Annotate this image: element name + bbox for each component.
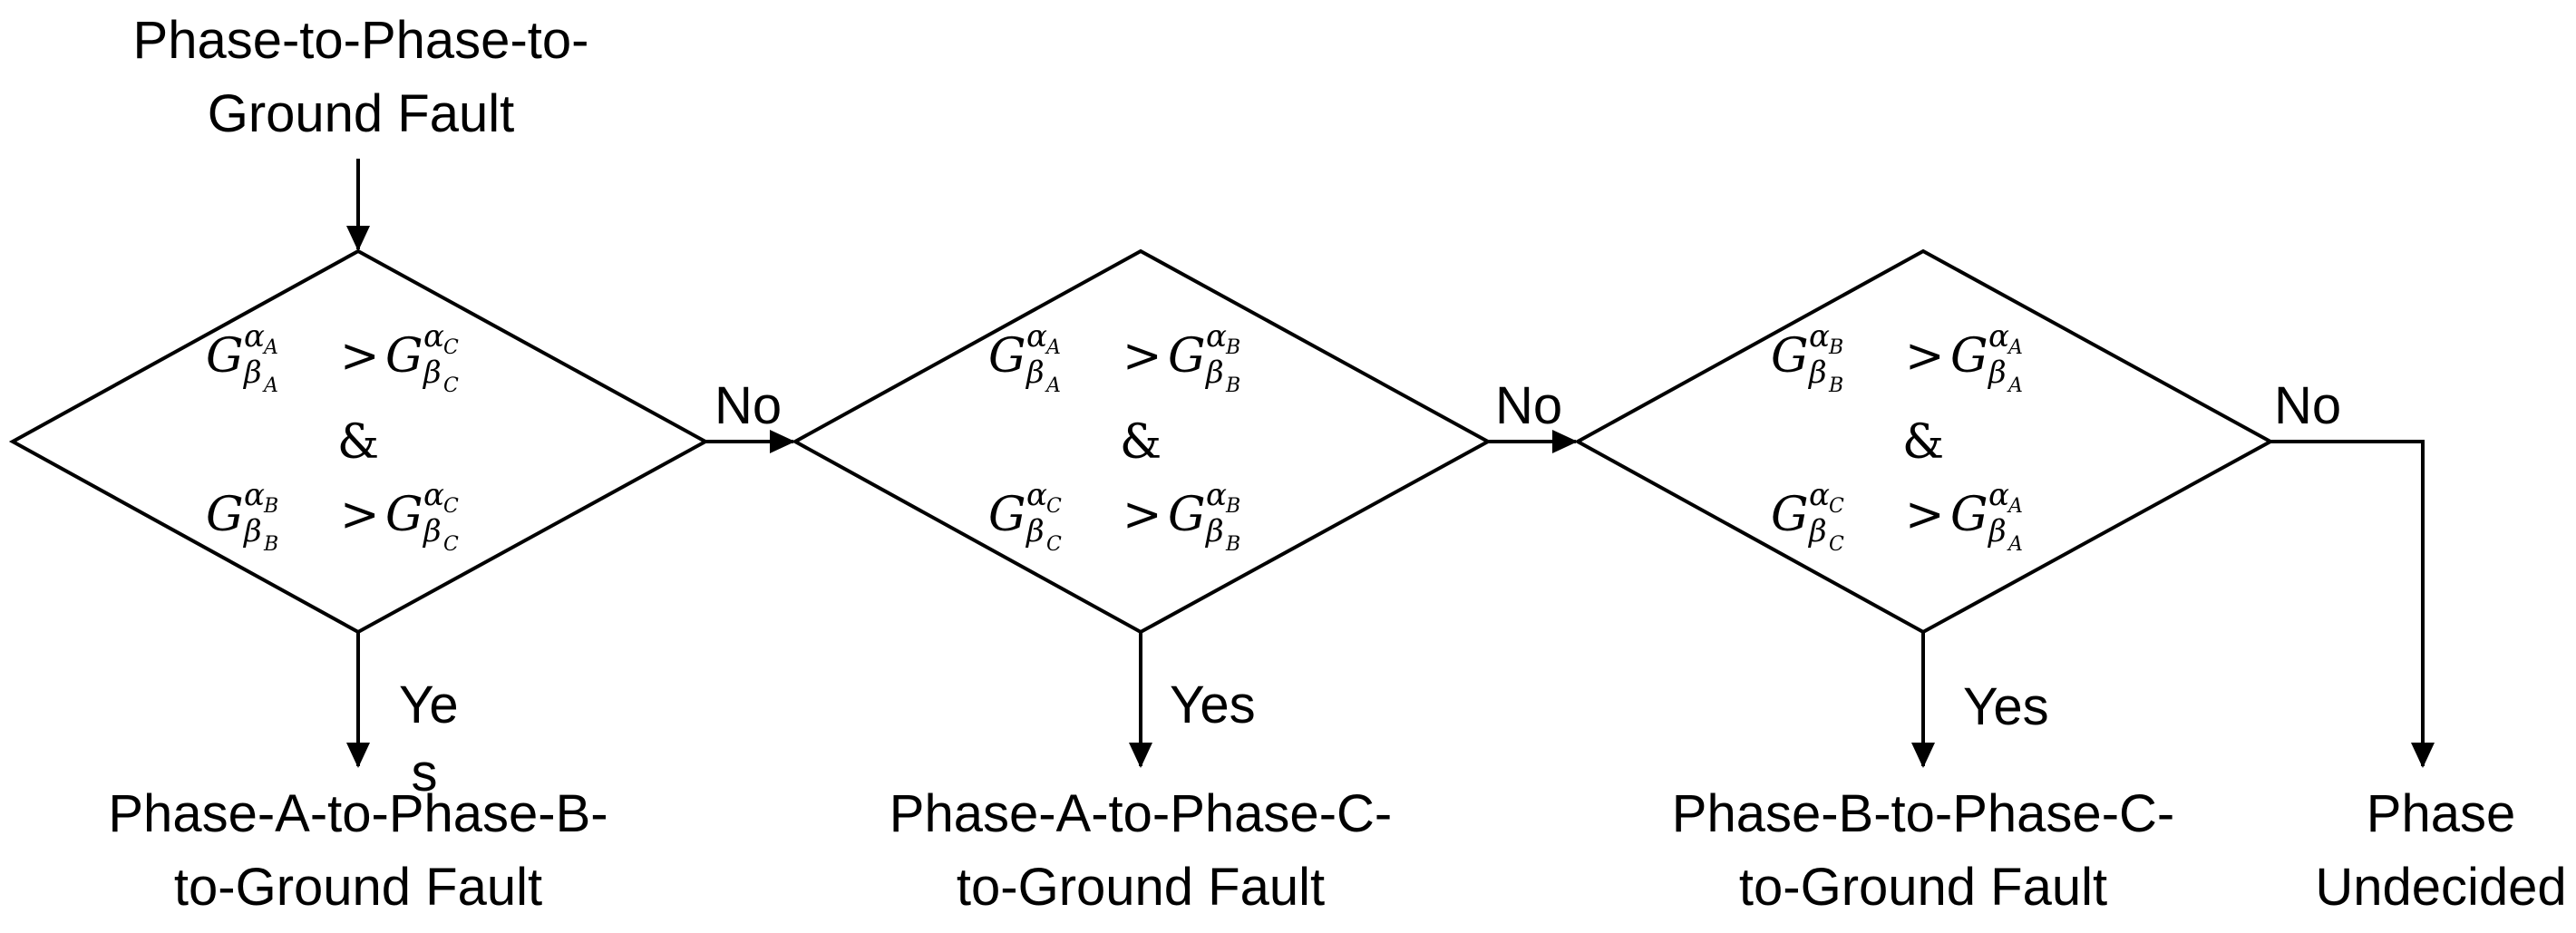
- outcome-3-line2: to-Ground Fault: [1739, 858, 2107, 917]
- condition-1-1-lhs-sub: β: [242, 355, 262, 391]
- condition-2-2-gt: >: [1123, 488, 1162, 542]
- condition-3-2-lhs-g: G: [1771, 488, 1809, 542]
- condition-2-1-rhs-sup-index: B: [1225, 336, 1240, 359]
- condition-1-2-rhs-sub: β: [422, 513, 442, 549]
- condition-3-2-rhs-sup: α: [1988, 477, 2009, 513]
- condition-1-2-rhs-sup: α: [423, 477, 444, 513]
- condition-2-2-lhs-g: G: [988, 488, 1026, 542]
- yes-label-2: Yes: [1170, 675, 1256, 734]
- condition-2-1-rhs-sub-index: B: [1225, 374, 1240, 397]
- condition-2-1-lhs-sub-index: A: [1045, 374, 1061, 397]
- outcome-4-line1: Phase: [2367, 784, 2515, 843]
- no-label-2: No: [1495, 376, 1562, 435]
- condition-1-2-rhs-sub-index: C: [443, 533, 459, 556]
- condition-1-1-rhs-sup: α: [423, 318, 444, 355]
- yes-label-1-part1: Ye: [399, 675, 459, 734]
- condition-3-1-lhs-sup-index: B: [1828, 336, 1843, 359]
- condition-2-2-rhs-sup: α: [1206, 477, 1227, 513]
- condition-3-2-rhs-sub: β: [1987, 513, 2007, 549]
- condition-2-2-rhs-sup-index: B: [1225, 495, 1240, 518]
- condition-3-1-lhs-sup: α: [1809, 318, 1830, 355]
- no-label-3: No: [2274, 376, 2341, 435]
- condition-1-2-lhs-sup: α: [244, 477, 265, 513]
- condition-1-1-lhs-sub-index: A: [262, 374, 278, 397]
- condition-3-1-rhs-sup-index: A: [2007, 336, 2023, 359]
- condition-3-1-gt: >: [1905, 329, 1945, 384]
- outcome-1-line1: Phase-A-to-Phase-B-: [108, 784, 608, 843]
- condition-1-1-rhs-sup-index: C: [443, 336, 459, 359]
- condition-3-1-rhs-sup: α: [1988, 318, 2009, 355]
- condition-3-2-lhs-sub: β: [1807, 513, 1827, 549]
- condition-1-2-lhs-sub: β: [242, 513, 262, 549]
- condition-2-1-gt: >: [1123, 329, 1162, 384]
- condition-2-1-lhs-sup: α: [1026, 318, 1047, 355]
- condition-3-1-lhs-sub: β: [1807, 355, 1827, 391]
- condition-3-2-rhs-sub-index: A: [2007, 533, 2023, 556]
- condition-3-2-lhs-sub-index: C: [1829, 533, 1844, 556]
- condition-2-2-rhs-sub: β: [1204, 513, 1224, 549]
- start-label-line1: Phase-to-Phase-to-: [133, 11, 589, 70]
- condition-1-2-lhs-sup-index: B: [263, 495, 278, 518]
- condition-2-1-lhs-sub: β: [1025, 355, 1045, 391]
- outcome-1-line2: to-Ground Fault: [174, 858, 542, 917]
- condition-3-2-rhs-g: G: [1950, 488, 1988, 542]
- condition-2-2-lhs-sub-index: C: [1046, 533, 1062, 556]
- condition-3-2-lhs-sup-index: C: [1829, 495, 1844, 518]
- outcome-4-line2: Undecided: [2315, 858, 2566, 917]
- condition-3-2-rhs-sup-index: A: [2007, 495, 2023, 518]
- condition-1-1-lhs-sup-index: A: [262, 336, 278, 359]
- condition-2-2-rhs-g: G: [1168, 488, 1206, 542]
- condition-3-2-gt: >: [1905, 488, 1945, 542]
- condition-3-1-rhs-g: G: [1950, 329, 1988, 384]
- condition-1-1-lhs-sup: α: [244, 318, 265, 355]
- condition-2-1-rhs-sub: β: [1204, 355, 1224, 391]
- yes-label-1-part2: s: [412, 743, 438, 802]
- condition-1-1-rhs-g: G: [385, 329, 423, 384]
- condition-2-2-lhs-sup: α: [1026, 477, 1047, 513]
- condition-1-1-lhs-g: G: [206, 329, 244, 384]
- condition-2-1-rhs-sup: α: [1206, 318, 1227, 355]
- condition-3-2-lhs-sup: α: [1809, 477, 1830, 513]
- condition-2-1-lhs-g: G: [988, 329, 1026, 384]
- condition-1-ampersand: &: [337, 415, 379, 470]
- condition-1-2-rhs-sup-index: C: [443, 495, 459, 518]
- start-label-line2: Ground Fault: [208, 84, 515, 143]
- no-label-1: No: [714, 376, 782, 435]
- condition-2-2-lhs-sup-index: C: [1046, 495, 1062, 518]
- outcome-2-line1: Phase-A-to-Phase-C-: [889, 784, 1392, 843]
- condition-2-2-lhs-sub: β: [1025, 513, 1045, 549]
- condition-1-1-rhs-sub-index: C: [443, 374, 459, 397]
- condition-3-1-lhs-g: G: [1771, 329, 1809, 384]
- yes-label-3: Yes: [1963, 677, 2049, 736]
- condition-2-1-lhs-sup-index: A: [1045, 336, 1061, 359]
- condition-1-2-lhs-sub-index: B: [263, 533, 278, 556]
- condition-2-2-rhs-sub-index: B: [1225, 533, 1240, 556]
- condition-1-2-gt: >: [340, 488, 380, 542]
- outcome-2-line2: to-Ground Fault: [957, 858, 1325, 917]
- outcome-3-line1: Phase-B-to-Phase-C-: [1672, 784, 2174, 843]
- condition-1-2-lhs-g: G: [206, 488, 244, 542]
- condition-2-1-rhs-g: G: [1168, 329, 1206, 384]
- condition-3-ampersand: &: [1902, 415, 1944, 470]
- condition-2-ampersand: &: [1120, 415, 1162, 470]
- condition-3-1-rhs-sub-index: A: [2007, 374, 2023, 397]
- condition-3-1-rhs-sub: β: [1987, 355, 2007, 391]
- condition-1-2-rhs-g: G: [385, 488, 423, 542]
- no-arrow-3: [2270, 440, 2435, 768]
- condition-3-1-lhs-sub-index: B: [1828, 374, 1843, 397]
- condition-1-1-gt: >: [340, 329, 380, 384]
- condition-1-1-rhs-sub: β: [422, 355, 442, 391]
